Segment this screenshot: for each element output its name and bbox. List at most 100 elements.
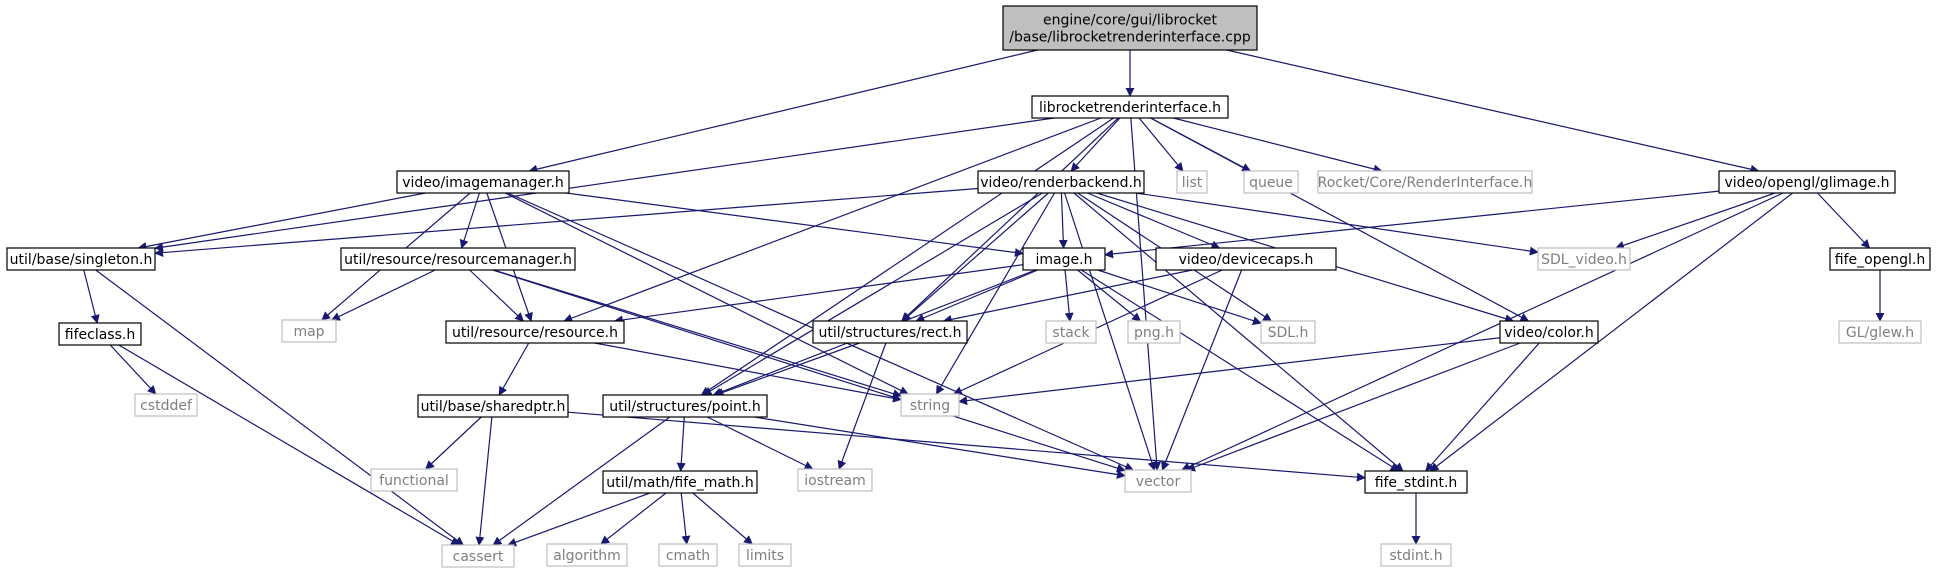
node-resource[interactable]: util/resource/resource.h	[445, 320, 625, 344]
node-label-stack: stack	[1052, 325, 1090, 341]
edge-color-to-fife_stdint	[1425, 342, 1540, 472]
node-box-cmath	[658, 543, 718, 567]
node-renderbackend[interactable]: video/renderbackend.h	[977, 170, 1145, 194]
node-color[interactable]: video/color.h	[1499, 320, 1599, 344]
node-png: png.h	[1127, 320, 1181, 344]
node-box-renderbackend	[977, 170, 1145, 194]
edge-renderbackend-to-singleton	[154, 187, 979, 258]
edge-rect-to-iostream	[837, 342, 887, 470]
node-stack: stack	[1045, 320, 1097, 344]
edge-resourcemanager-to-map	[330, 269, 436, 321]
node-rect[interactable]: util/structures/rect.h	[812, 320, 968, 344]
node-point[interactable]: util/structures/point.h	[602, 394, 768, 418]
edge-rect-to-point	[714, 342, 860, 397]
node-label-fife_opengl: fife_opengl.h	[1835, 252, 1925, 268]
nodes-layer: engine/core/gui/librocket/base/librocket…	[6, 5, 1931, 568]
edge-singleton-to-fifeclass	[83, 269, 100, 324]
edge-renderbackend-to-string	[935, 192, 1056, 395]
node-box-fife_stdint	[1364, 470, 1468, 494]
node-glimage[interactable]: video/opengl/glimage.h	[1718, 170, 1896, 194]
edges-layer	[83, 49, 1885, 547]
node-label-algorithm: algorithm	[553, 548, 621, 564]
node-box-glimage	[1718, 170, 1896, 194]
edge-sharedptr-to-functional	[425, 416, 482, 470]
edge-renderbackend-to-sdl_video	[1135, 192, 1539, 256]
edge-glimage-to-image	[1104, 190, 1720, 259]
node-root[interactable]: engine/core/gui/librocket/base/librocket…	[1002, 5, 1258, 51]
edge-sharedptr-to-cassert	[475, 416, 493, 546]
node-label-renderbackend: video/renderbackend.h	[980, 175, 1142, 191]
node-fifeclass[interactable]: fifeclass.h	[58, 322, 142, 346]
edge-renderbackend-to-devicecaps	[1087, 192, 1221, 250]
node-label-glimage: video/opengl/glimage.h	[1724, 175, 1889, 191]
node-label-string: string	[910, 398, 950, 414]
node-label-fifeclass: fifeclass.h	[65, 327, 135, 343]
node-fife_stdint[interactable]: fife_stdint.h	[1364, 470, 1468, 494]
node-label-cstddef: cstddef	[140, 398, 193, 414]
node-label-sdl: SDL.h	[1268, 325, 1309, 341]
node-box-singleton	[6, 247, 156, 271]
edge-glimage-to-vector	[1181, 192, 1784, 471]
edge-resourcemanager-to-vector	[492, 269, 1126, 473]
edge-point-to-vector	[754, 416, 1126, 479]
node-box-devicecaps	[1155, 247, 1337, 271]
node-box-vector	[1124, 469, 1192, 493]
node-sdl_video: SDL_video.h	[1537, 247, 1631, 271]
node-label-cmath: cmath	[666, 548, 710, 564]
node-box-sdl	[1260, 320, 1316, 344]
node-cstddef: cstddef	[134, 393, 198, 417]
edge-fife_math-to-cassert	[507, 492, 651, 547]
node-fife_math[interactable]: util/math/fife_math.h	[602, 470, 758, 494]
node-librocketrenderinterface[interactable]: librocketrenderinterface.h	[1031, 95, 1229, 119]
node-label-root: /base/librocketrenderinterface.cpp	[1009, 30, 1251, 46]
node-label-limits: limits	[746, 548, 784, 564]
edge-fife_math-to-algorithm	[600, 492, 667, 545]
node-label-list: list	[1182, 175, 1203, 191]
edge-librocketrenderinterface-to-renderbackend	[1070, 117, 1121, 172]
edge-fifeclass-to-cstddef	[109, 344, 157, 395]
node-resourcemanager[interactable]: util/resource/resourcemanager.h	[340, 247, 576, 271]
node-box-rocket	[1317, 170, 1533, 194]
node-label-png: png.h	[1134, 325, 1174, 341]
node-label-root: engine/core/gui/librocket	[1043, 13, 1217, 29]
edge-resource-to-sharedptr	[498, 342, 530, 396]
node-label-fife_stdint: fife_stdint.h	[1375, 475, 1458, 491]
edge-glimage-to-sdl_video	[1615, 192, 1776, 250]
node-imagemanager[interactable]: video/imagemanager.h	[396, 170, 570, 194]
node-box-cassert	[441, 544, 515, 568]
node-label-functional: functional	[379, 473, 449, 489]
node-map: map	[281, 319, 337, 343]
node-box-librocketrenderinterface	[1031, 95, 1229, 119]
edge-imagemanager-to-singleton	[137, 192, 426, 251]
node-label-rocket: Rocket/Core/RenderInterface.h	[1318, 175, 1533, 191]
node-box-iostream	[797, 468, 873, 492]
edge-librocketrenderinterface-to-singleton	[154, 117, 1055, 252]
edge-singleton-to-cassert	[95, 269, 465, 546]
node-box-color	[1499, 320, 1599, 344]
edge-librocketrenderinterface-to-point	[700, 117, 1114, 396]
node-label-singleton: util/base/singleton.h	[10, 252, 153, 268]
node-label-vector: vector	[1136, 474, 1181, 490]
node-label-sharedptr: util/base/sharedptr.h	[421, 399, 566, 415]
node-box-queue	[1243, 170, 1299, 194]
node-sharedptr[interactable]: util/base/sharedptr.h	[417, 394, 569, 418]
edge-devicecaps-to-rect	[942, 269, 1193, 324]
node-box-cstddef	[134, 393, 198, 417]
node-image[interactable]: image.h	[1022, 247, 1106, 271]
edge-librocketrenderinterface-to-list	[1138, 117, 1184, 172]
node-fife_opengl[interactable]: fife_opengl.h	[1829, 247, 1931, 271]
edge-resource-to-string	[594, 342, 902, 403]
node-label-sdl_video: SDL_video.h	[1541, 252, 1627, 268]
node-devicecaps[interactable]: video/devicecaps.h	[1155, 247, 1337, 271]
node-rocket: Rocket/Core/RenderInterface.h	[1317, 170, 1533, 194]
edge-librocketrenderinterface-to-resource	[563, 117, 1102, 323]
node-limits: limits	[738, 543, 792, 567]
edge-resourcemanager-to-resource	[469, 269, 525, 322]
node-box-fife_opengl	[1829, 247, 1931, 271]
node-label-color: video/color.h	[1504, 325, 1593, 341]
edge-image-to-rect	[915, 269, 1039, 323]
edge-imagemanager-to-resourcemanager	[459, 192, 480, 249]
node-box-fife_math	[602, 470, 758, 494]
node-singleton[interactable]: util/base/singleton.h	[6, 247, 156, 271]
node-cassert: cassert	[441, 544, 515, 568]
